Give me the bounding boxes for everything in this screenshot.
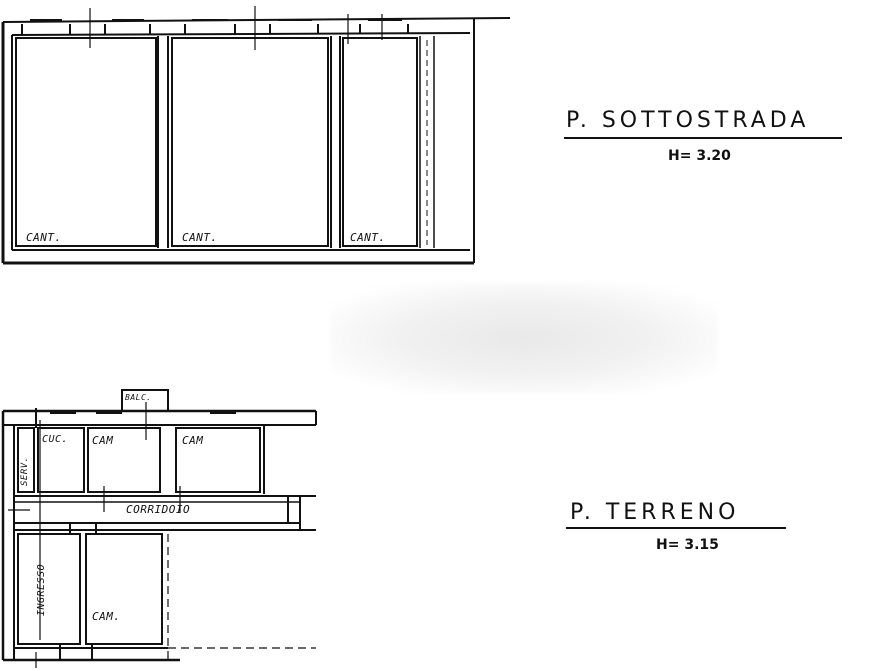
ground-floor-plan [1, 389, 317, 668]
basement-floor-title: P. SOTTOSTRADA [566, 108, 810, 133]
basement-plan [1, 6, 511, 265]
ground-floor-title: P. TERRENO [570, 500, 740, 525]
basement-room-2 [171, 37, 329, 247]
kitchen-label: CUC. [42, 434, 69, 445]
service-room [17, 427, 35, 493]
bedroom-3-label: CAM. [92, 610, 121, 623]
entrance-label: INGRESSO [36, 563, 47, 616]
bedroom-2-label: CAM [182, 434, 204, 447]
basement-room-2-label: CANT. [182, 231, 218, 244]
bedroom-1-label: CAM [92, 434, 114, 447]
ground-title-underline [566, 527, 786, 529]
bedroom-2 [175, 427, 261, 493]
basement-room-1-label: CANT. [26, 231, 62, 244]
balcony-outline [121, 389, 169, 412]
corridor-label: CORRIDOIO [126, 503, 191, 516]
service-label: SERV. [20, 456, 30, 486]
entrance-room [17, 533, 81, 645]
kitchen-room [37, 427, 85, 493]
basement-floor-height: H= 3.20 [668, 148, 731, 164]
basement-room-1 [15, 37, 157, 247]
basement-title-underline [564, 137, 842, 139]
basement-room-3-label: CANT. [350, 231, 386, 244]
balcony-label: BALC. [125, 393, 152, 402]
bedroom-1 [87, 427, 161, 493]
scan-smudge [330, 283, 718, 393]
ground-floor-height: H= 3.15 [656, 537, 719, 553]
bedroom-3 [85, 533, 163, 645]
basement-room-3 [342, 37, 418, 247]
